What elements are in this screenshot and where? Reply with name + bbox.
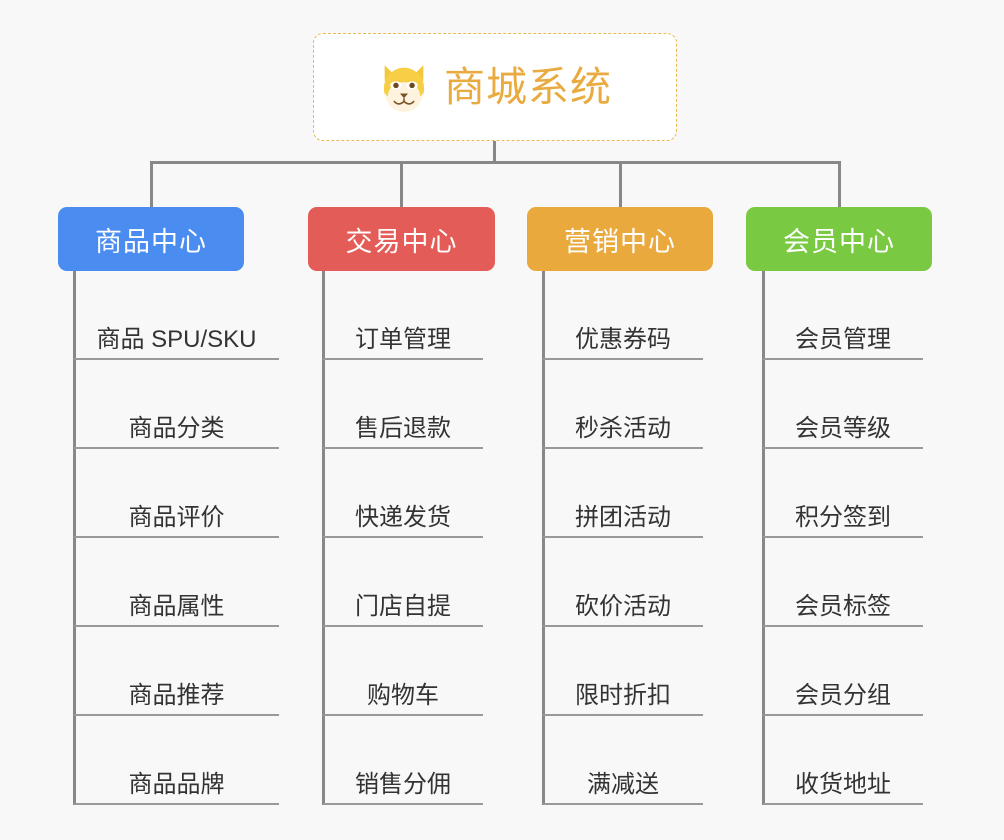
leaf-item[interactable]: 积分签到: [763, 449, 923, 538]
category-label: 商品中心: [95, 226, 207, 257]
leaf-item[interactable]: 收货地址: [763, 716, 923, 805]
leaf-item-label: 购物车: [367, 682, 439, 710]
leaf-item[interactable]: 会员管理: [763, 271, 923, 360]
leaf-item[interactable]: 限时折扣: [543, 627, 703, 716]
branch-spine: [542, 271, 545, 805]
leaf-item-label: 商品推荐: [128, 682, 225, 710]
leaf-item-label: 拼团活动: [575, 504, 671, 532]
leaf-item-label: 销售分佣: [355, 771, 451, 799]
branch-spine: [73, 271, 76, 805]
connector-drop-1: [149, 161, 153, 207]
leaf-item[interactable]: 购物车: [323, 627, 483, 716]
leaf-item[interactable]: 优惠券码: [543, 271, 703, 360]
branch-1: 商品 SPU/SKU 商品分类商品评价商品属性商品推荐商品品牌: [73, 271, 282, 805]
category-label: 交易中心: [345, 226, 458, 257]
leaf-item-label: 砍价活动: [575, 593, 671, 621]
leaf-item-label: 快递发货: [355, 504, 451, 532]
leaf-item[interactable]: 门店自提: [323, 538, 483, 627]
leaf-item[interactable]: 订单管理: [323, 271, 483, 360]
leaf-item-label: 商品分类: [128, 415, 225, 443]
leaf-item[interactable]: 销售分佣: [323, 716, 483, 805]
leaf-item[interactable]: 商品属性: [74, 538, 279, 627]
connector-drop-3: [618, 161, 622, 207]
leaf-item[interactable]: 快递发货: [323, 449, 483, 538]
category-label: 营销中心: [564, 226, 676, 257]
leaf-item-label: 收货地址: [795, 771, 891, 799]
leaf-item[interactable]: 商品分类: [74, 360, 279, 449]
category-box-4[interactable]: 会员中心: [746, 207, 932, 271]
leaf-item[interactable]: 商品品牌: [74, 716, 279, 805]
leaf-item-label: 会员等级: [795, 415, 891, 443]
leaf-item-label: 售后退款: [355, 415, 451, 443]
leaf-item-label: 限时折扣: [575, 682, 671, 710]
leaf-item-label: 会员管理: [795, 326, 891, 354]
connector-drop-2: [400, 161, 403, 207]
connector-drop-4: [837, 161, 841, 207]
branch-3: 优惠券码秒杀活动拼团活动砍价活动限时折扣满减送: [542, 271, 706, 805]
leaf-item[interactable]: 会员分组: [763, 627, 923, 716]
leaf-item-label: 商品评价: [128, 504, 225, 532]
branch-spine: [762, 271, 765, 805]
category-box-1[interactable]: 商品中心: [58, 207, 244, 271]
leaf-item-label: 会员分组: [795, 682, 891, 710]
leaf-item-label: 订单管理: [355, 326, 451, 354]
leaf-item-label: 秒杀活动: [575, 415, 671, 443]
leaf-item-label: 商品 SPU/SKU: [96, 326, 257, 354]
category-box-3[interactable]: 营销中心: [527, 207, 713, 271]
branch-4: 会员管理会员等级积分签到会员标签会员分组收货地址: [762, 271, 926, 805]
leaf-item[interactable]: 商品推荐: [74, 627, 279, 716]
leaf-item-label: 满减送: [587, 771, 659, 799]
leaf-item-label: 商品品牌: [128, 771, 225, 799]
branch-2: 订单管理售后退款快递发货门店自提购物车销售分佣: [322, 271, 486, 805]
connector-bus: [150, 161, 840, 164]
leaf-item[interactable]: 会员标签: [763, 538, 923, 627]
leaf-item-label: 会员标签: [795, 593, 891, 621]
leaf-item[interactable]: 拼团活动: [543, 449, 703, 538]
leaf-item[interactable]: 售后退款: [323, 360, 483, 449]
leaf-item[interactable]: 砍价活动: [543, 538, 703, 627]
leaf-item[interactable]: 满减送: [543, 716, 703, 805]
connector-root-stem: [493, 141, 496, 163]
root-title: 商城系统: [444, 63, 612, 110]
category-label: 会员中心: [783, 226, 895, 257]
leaf-item[interactable]: 秒杀活动: [543, 360, 703, 449]
leaf-item-label: 优惠券码: [575, 326, 671, 354]
leaf-item[interactable]: 商品 SPU/SKU: [74, 271, 279, 360]
shiba-dog-face-icon: [383, 65, 425, 112]
leaf-item-label: 门店自提: [355, 593, 451, 621]
branch-spine: [322, 271, 325, 805]
leaf-item-label: 商品属性: [128, 593, 225, 621]
leaf-item-label: 积分签到: [795, 504, 891, 532]
category-box-2[interactable]: 交易中心: [308, 207, 495, 271]
leaf-item[interactable]: 商品评价: [74, 449, 279, 538]
root-node[interactable]: 商城系统: [313, 33, 677, 141]
leaf-item[interactable]: 会员等级: [763, 360, 923, 449]
